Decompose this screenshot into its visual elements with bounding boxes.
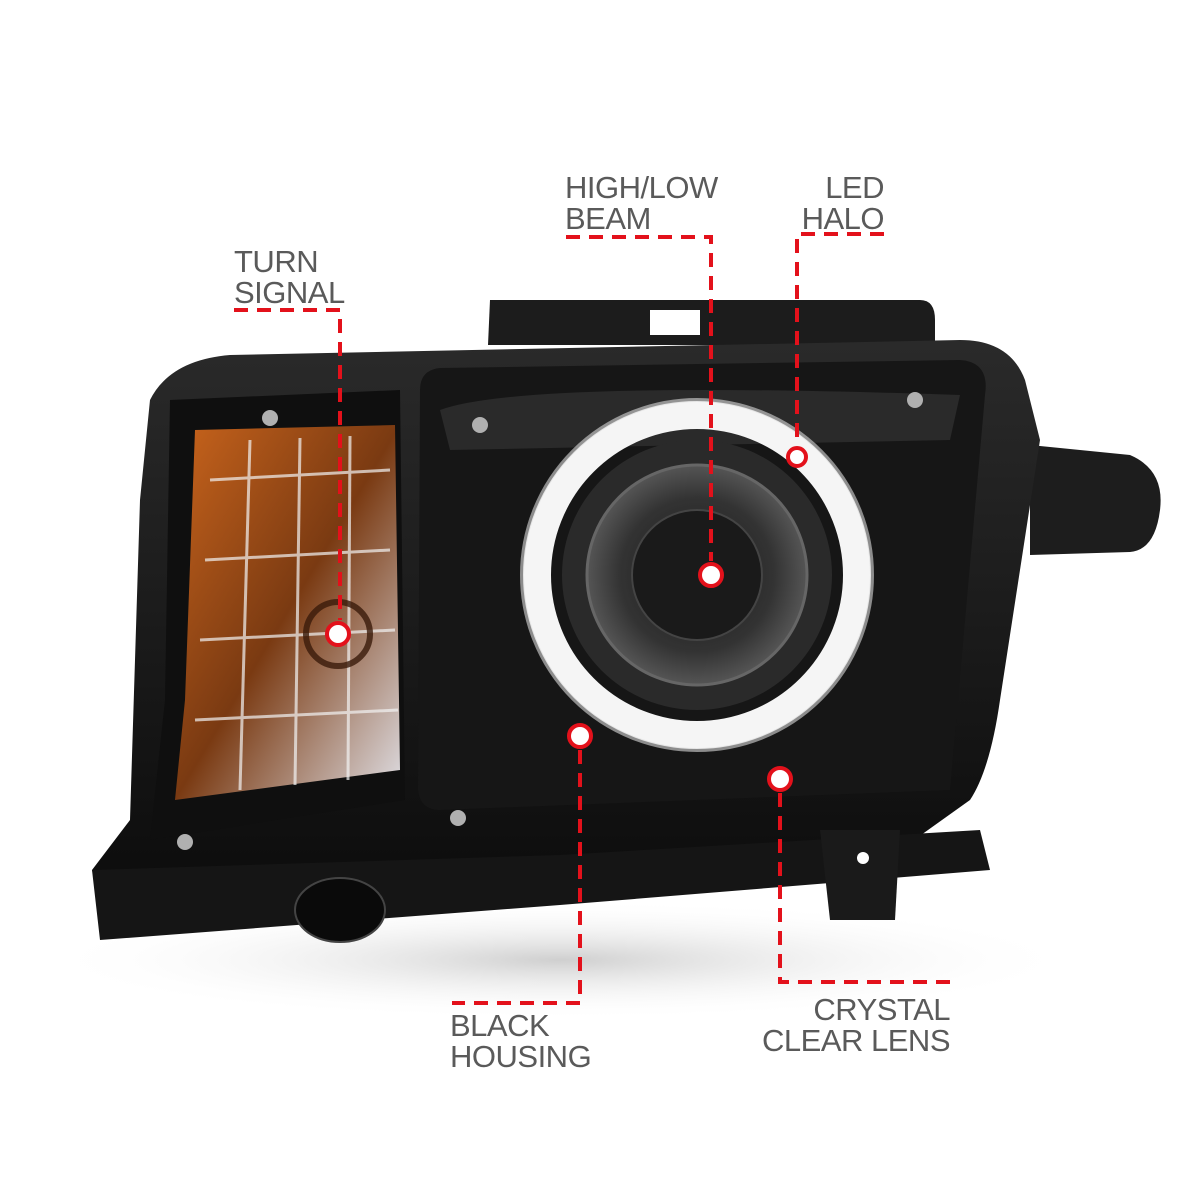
floor-shadow [40,900,1080,1020]
marker-led-halo [786,446,808,468]
callout-leader-lines [234,232,950,1005]
callout-label-high-low-beam: HIGH/LOW BEAM [565,170,718,236]
callout-label-black-housing: BLACK HOUSING [450,1008,592,1074]
marker-crystal-clear-lens [767,766,793,792]
callout-label-led-halo: LED HALO [801,170,885,236]
side-mount-tab [1030,445,1161,555]
marker-black-housing [567,723,593,749]
amber-turn-signal-reflector [175,425,400,800]
callout-label-turn-signal: TURN SIGNAL [234,244,345,310]
marker-turn-signal [325,621,351,647]
housing-clips [177,392,923,850]
callout-markers [325,446,808,792]
led-halo-ring [523,401,871,749]
callout-label-crystal-clear-lens: CRYSTAL CLEAR LENS [762,992,950,1058]
marker-high-low-beam [698,562,724,588]
